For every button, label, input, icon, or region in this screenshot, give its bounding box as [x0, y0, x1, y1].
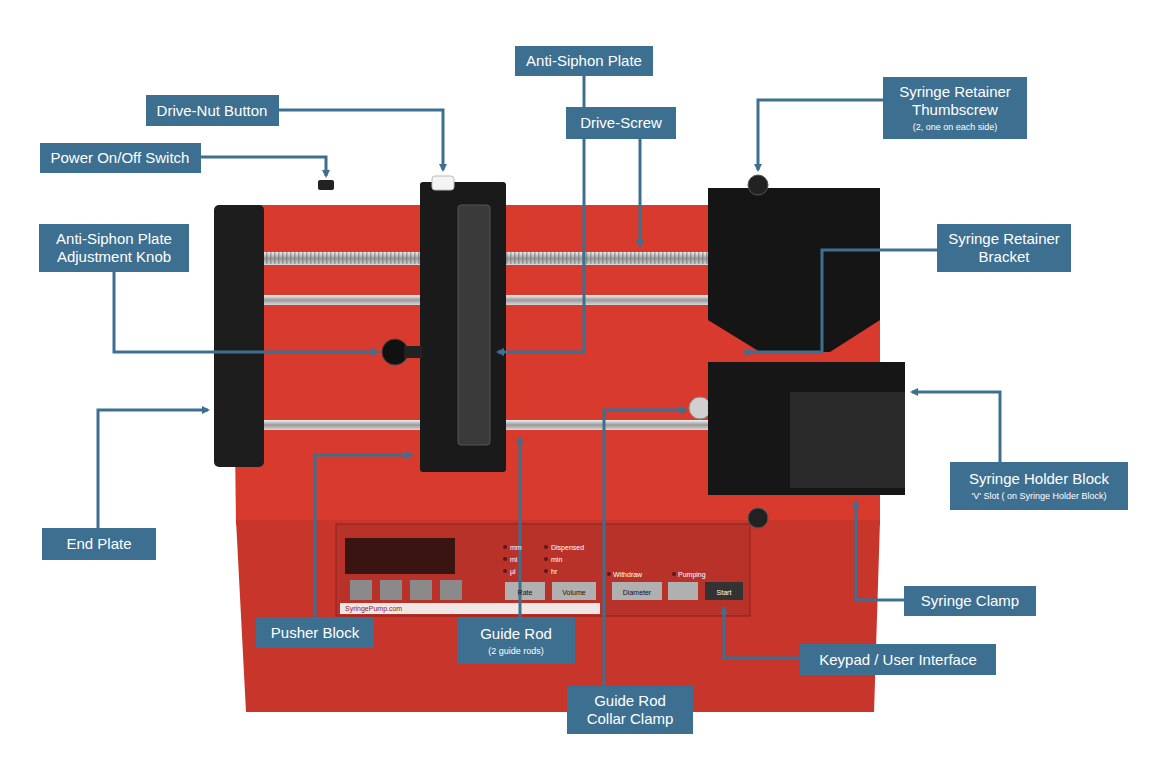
callout-label: Anti-Siphon Plate Adjustment Knob — [49, 230, 179, 266]
callout-box: Power On/Off Switch — [40, 143, 201, 173]
led — [544, 557, 548, 561]
digit-button — [440, 580, 462, 600]
leader-line — [98, 410, 208, 528]
panel-label: Withdraw — [613, 570, 642, 579]
callout-note: (2 guide rods) — [488, 645, 544, 657]
panel-label: Rate — [505, 588, 545, 597]
leader-line — [912, 392, 1000, 462]
led — [503, 557, 507, 561]
syringe-holder-block — [708, 362, 905, 495]
drive-nut-button — [432, 176, 454, 190]
callout-box: Syringe Retainer Thumbscrew (2, one on ea… — [883, 77, 1027, 139]
callout-label: Drive-Screw — [580, 114, 662, 132]
callout-label: Guide Rod — [480, 625, 552, 643]
digit-button — [410, 580, 432, 600]
knob-shaft — [404, 346, 422, 358]
callout-label: Syringe Retainer Thumbscrew — [893, 83, 1017, 119]
panel-label: mm — [510, 543, 522, 552]
housing-front — [236, 520, 880, 712]
panel-label: Pumping — [678, 570, 706, 579]
panel-label: min — [551, 555, 562, 564]
leader-line — [744, 250, 938, 352]
leader-line — [856, 502, 904, 600]
panel-label: ml — [510, 555, 517, 564]
led — [544, 569, 548, 573]
thumbscrew — [748, 175, 768, 195]
brand-strip — [340, 603, 600, 614]
leader-line — [724, 608, 800, 658]
callout-box: Syringe Retainer Bracket — [937, 224, 1071, 272]
leader-line — [758, 100, 884, 170]
direction-button — [668, 582, 698, 600]
callout-label: Guide Rod Collar Clamp — [577, 692, 683, 728]
callout-label: End Plate — [66, 535, 131, 553]
leader-line — [604, 410, 686, 686]
callout-box: Syringe Clamp — [904, 586, 1036, 616]
leader-line — [639, 139, 642, 246]
thumbscrew — [748, 508, 768, 528]
panel-label: Diameter — [612, 588, 662, 597]
callout-box: Pusher Block — [256, 617, 374, 648]
syringe-clamp — [790, 392, 905, 488]
panel-label: Volume — [552, 588, 596, 597]
callout-box: Drive-Screw — [566, 107, 676, 139]
pusher-block — [420, 182, 506, 472]
panel-label: µl — [510, 567, 516, 576]
end-plate — [214, 205, 264, 467]
callout-label: Pusher Block — [271, 624, 359, 642]
led — [544, 545, 548, 549]
callout-label: Drive-Nut Button — [157, 102, 268, 120]
leader-line — [114, 270, 378, 352]
syringe-retainer-bracket — [708, 188, 880, 352]
callout-box: End Plate — [42, 528, 156, 560]
callout-label: Keypad / User Interface — [819, 651, 977, 669]
diameter-button — [612, 582, 662, 600]
led — [503, 569, 507, 573]
callout-box: Guide Rod Collar Clamp — [567, 686, 693, 734]
power-switch — [318, 180, 334, 190]
digit-button — [350, 580, 372, 600]
volume-button — [552, 582, 596, 600]
callout-label: Power On/Off Switch — [51, 149, 190, 167]
anti-siphon-plate — [458, 205, 490, 445]
leader-line — [315, 455, 412, 617]
leader-line — [198, 157, 326, 176]
led — [672, 572, 676, 576]
collar-clamp — [689, 397, 711, 419]
callout-label: Syringe Holder Block — [969, 470, 1109, 488]
callout-note: 'V' Slot ( on Syringe Holder Block) — [972, 490, 1107, 502]
callout-box: Drive-Nut Button — [146, 95, 279, 126]
callout-box: Anti-Siphon Plate — [515, 46, 653, 76]
callout-box: Guide Rod (2 guide rods) — [457, 617, 575, 664]
rate-button — [505, 582, 545, 600]
callout-label: Syringe Retainer Bracket — [947, 230, 1061, 266]
led — [607, 572, 611, 576]
panel-label: Start — [705, 588, 743, 597]
display — [345, 538, 455, 574]
panel-label: Dispensed — [551, 543, 584, 552]
callout-box: Anti-Siphon Plate Adjustment Knob — [39, 224, 189, 272]
callout-label: Syringe Clamp — [921, 592, 1019, 610]
callout-box: Syringe Holder Block 'V' Slot ( on Syring… — [950, 462, 1128, 510]
led — [503, 545, 507, 549]
callout-label: Anti-Siphon Plate — [526, 52, 642, 70]
leader-lines — [98, 76, 1000, 686]
digit-button — [380, 580, 402, 600]
callout-box: Keypad / User Interface — [800, 644, 996, 675]
start-button — [705, 582, 743, 600]
panel-label: hr — [551, 567, 557, 576]
panel-label: SyringePump.com — [345, 604, 402, 613]
leader-line — [276, 110, 443, 170]
control-panel — [336, 524, 750, 616]
callout-note: (2, one on each side) — [913, 121, 998, 133]
